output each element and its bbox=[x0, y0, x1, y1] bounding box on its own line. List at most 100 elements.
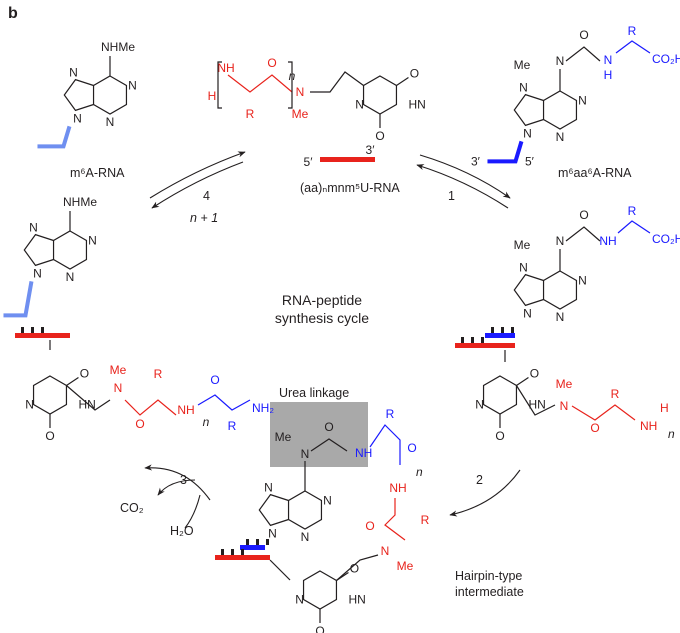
duplex-right-peptide bbox=[571, 404, 636, 421]
duplex-right-red-strand-base-tick bbox=[471, 337, 474, 343]
product-left-red-strand-base-tick bbox=[31, 327, 34, 333]
product-left-terminal-r: R bbox=[228, 419, 237, 433]
hairpin-blue-strand-base-tick bbox=[256, 539, 259, 545]
product-left-pyrimidine-ring bbox=[52, 230, 88, 270]
hairpin-n7-atom: N bbox=[264, 481, 273, 495]
hairpin-uracil-ring bbox=[302, 570, 338, 610]
m6aa6a-carboxyl: CO₂H bbox=[652, 52, 680, 66]
product-left-peptide-nh: NH bbox=[177, 403, 194, 417]
step-4-label: 4 bbox=[203, 189, 210, 203]
arrow-step-4-forward bbox=[149, 151, 246, 199]
duplex-right-peptide-o: O bbox=[590, 421, 599, 435]
duplex-right-n-methyl: Me bbox=[514, 238, 531, 252]
mnm5u-3prime-label: 3′ bbox=[366, 143, 376, 157]
mnm5u-top-c4-carbonyl bbox=[396, 77, 409, 86]
mnm5u-top-o4-atom: O bbox=[410, 67, 419, 81]
hairpin-uracil-n3-atom: HN bbox=[348, 593, 365, 607]
hairpin-peptide bbox=[384, 498, 406, 541]
hairpin-repeat-n: n bbox=[416, 465, 423, 479]
n-plus-1-label: n + 1 bbox=[190, 211, 218, 225]
hairpin-label-line1: Hairpin-type bbox=[455, 569, 522, 583]
duplex-right-blue-strand-base-tick bbox=[501, 327, 504, 333]
duplex-right-uracil-o2-atom: O bbox=[495, 429, 504, 443]
duplex-right-red-strand-base-tick bbox=[481, 337, 484, 343]
hairpin-pyrimidine-ring bbox=[287, 490, 323, 530]
m6aa6a-n1-atom: N bbox=[578, 94, 587, 108]
m6a-n7-atom: N bbox=[69, 66, 78, 80]
hairpin-urea bbox=[310, 438, 348, 452]
m6aa6a-rna-label: m⁶aa⁶A-RNA bbox=[558, 166, 632, 180]
product-left-repeat-n: n bbox=[203, 415, 210, 429]
urea-linkage-label: Urea linkage bbox=[279, 386, 349, 400]
m6a-rna-label: m⁶A-RNA bbox=[70, 166, 125, 180]
duplex-right-urea-o: O bbox=[579, 208, 588, 222]
hairpin-n6-atom: N bbox=[301, 447, 310, 461]
m6aa6a-5prime-label: 5′ bbox=[525, 154, 535, 168]
hairpin-red-strand-base-tick bbox=[231, 549, 234, 555]
hairpin-blue-strand bbox=[240, 545, 265, 550]
panel-label: b bbox=[8, 5, 18, 22]
duplex-right-carboxyl: CO₂H bbox=[652, 232, 680, 246]
aa-mnm5u-rna-label: (aa)ₙmnm⁵U-RNA bbox=[300, 181, 400, 195]
product-left-peptide-r: R bbox=[154, 367, 163, 381]
hairpin-nh: NH bbox=[355, 446, 372, 460]
hairpin-red-strand-base-tick bbox=[221, 549, 224, 555]
h2o-label: H₂O bbox=[170, 524, 194, 538]
duplex-right-red-strand bbox=[455, 343, 515, 348]
hairpin-n-link bbox=[269, 559, 291, 581]
m6aa6a-n-methyl: Me bbox=[514, 58, 531, 72]
m6a-n3-atom: N bbox=[106, 115, 115, 129]
product-left-terminal-aa bbox=[197, 394, 251, 411]
duplex-right-uracil-ring bbox=[482, 375, 518, 415]
duplex-right-n3-atom: N bbox=[556, 310, 565, 324]
product-left-n7-atom: N bbox=[29, 221, 38, 235]
duplex-right-uracil-n3-atom: HN bbox=[528, 398, 545, 412]
hairpin-uracil-n1-atom: N bbox=[295, 593, 304, 607]
hairpin-nh-red: NH bbox=[389, 481, 406, 495]
product-left-uracil-o2-atom: O bbox=[45, 429, 54, 443]
hairpin-n3-atom: N bbox=[301, 530, 310, 544]
m6aa6a-3prime-label: 3′ bbox=[471, 154, 481, 168]
hairpin-red-strand-base-tick bbox=[241, 549, 244, 555]
hairpin-amide-n: N bbox=[381, 544, 390, 558]
duplex-right-peptide-r: R bbox=[611, 387, 620, 401]
mnm5u-top-n3-atom: HN bbox=[408, 98, 425, 112]
step-1-label: 1 bbox=[448, 189, 455, 203]
m6aa6a-pyrimidine-ring bbox=[542, 90, 578, 130]
hairpin-aa-chain bbox=[369, 424, 401, 465]
m6aa6a-imidazole-ring bbox=[513, 93, 544, 127]
duplex-right-imidazole-ring bbox=[513, 273, 544, 307]
duplex-right-n-methyl2: Me bbox=[556, 377, 573, 391]
m6a-n9-atom: N bbox=[73, 111, 82, 125]
mnm5u-top-o2-atom: O bbox=[375, 129, 384, 143]
hairpin-uracil-o4-atom: O bbox=[350, 562, 359, 576]
hairpin-n-methyl: Me bbox=[275, 430, 292, 444]
arrow-step-3 bbox=[144, 464, 211, 501]
duplex-right-repeat-n: n bbox=[668, 427, 675, 441]
product-left-methylene bbox=[66, 385, 111, 411]
hairpin-blue-strand-base-tick bbox=[266, 539, 269, 545]
m6aa6a-urea-carbonyl bbox=[565, 46, 601, 62]
product-left-uracil-o4-atom: O bbox=[80, 367, 89, 381]
mnm5u-top-n1-atom: N bbox=[355, 98, 364, 112]
arrow-step-4-reverse bbox=[151, 161, 244, 209]
duplex-right-n7-atom: N bbox=[519, 261, 528, 275]
hairpin-r-blue: R bbox=[386, 407, 395, 421]
product-left-peptide bbox=[124, 399, 177, 416]
duplex-right-aa-chain bbox=[617, 220, 651, 234]
duplex-right-blue-strand bbox=[485, 333, 515, 338]
repeat-bracket-right-top bbox=[288, 61, 293, 109]
peptide-n-terminal-h: H bbox=[208, 89, 217, 103]
hairpin-urea-o: O bbox=[324, 420, 333, 434]
m6aa6a-nh-h: H bbox=[604, 68, 613, 82]
product-left-red-strand-base-tick bbox=[41, 327, 44, 333]
hairpin-uracil-o2-atom: O bbox=[315, 624, 324, 633]
mnm5u-amide-n: N bbox=[296, 85, 305, 99]
product-left-uracil-n1-atom: N bbox=[25, 398, 34, 412]
duplex-right-terminal-h: H bbox=[660, 401, 669, 415]
hairpin-red-strand bbox=[215, 555, 270, 560]
duplex-right-blue-strand-base-tick bbox=[511, 327, 514, 333]
product-left-blue-linker bbox=[3, 281, 34, 318]
duplex-right-uracil-c4-carbonyl bbox=[516, 377, 529, 386]
